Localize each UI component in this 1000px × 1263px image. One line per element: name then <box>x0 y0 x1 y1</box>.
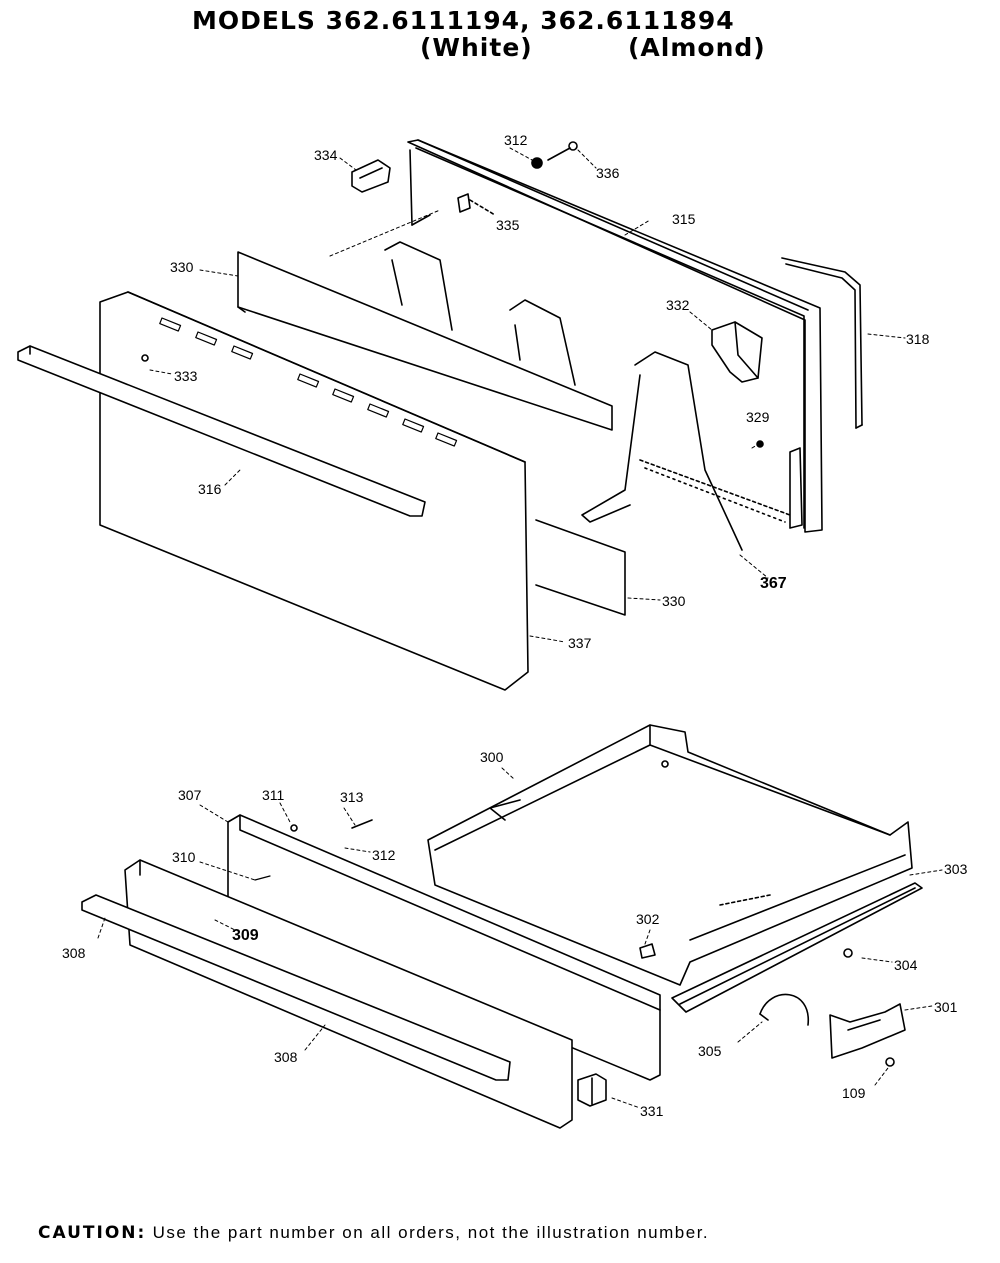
callout-308-left: 308 <box>62 945 86 961</box>
callout-302: 302 <box>636 911 660 927</box>
glide-331 <box>577 1073 607 1107</box>
glass-panel-330-upper <box>237 251 613 431</box>
callout-318: 318 <box>906 331 930 347</box>
callout-301: 301 <box>934 999 958 1015</box>
gasket-318 <box>781 257 863 429</box>
callout-310: 310 <box>172 849 196 865</box>
page-title: MODELS 362.6111194, 362.6111894 <box>192 6 735 35</box>
callout-315: 315 <box>672 211 696 227</box>
callout-332: 332 <box>666 297 690 313</box>
drawer-rail-303 <box>671 882 923 1013</box>
hinge-block-332 <box>711 321 763 383</box>
callout-329: 329 <box>746 409 770 425</box>
callout-309: 309 <box>232 927 259 944</box>
lower-leader-lines <box>97 767 943 1109</box>
upper-leader-lines <box>149 147 906 643</box>
drawer-handle-308 <box>81 894 511 1081</box>
screw-336 <box>547 141 578 161</box>
caution-note: CAUTION: Use the part number on all orde… <box>38 1223 709 1243</box>
callout-311: 311 <box>262 787 285 803</box>
callout-367: 367 <box>760 575 787 592</box>
callout-312-top: 312 <box>504 132 528 148</box>
pin-335 <box>457 193 496 216</box>
caution-text: Use the part number on all orders, not t… <box>152 1223 710 1242</box>
variant-almond-label: (Almond) <box>628 33 766 62</box>
drawer-body-300 <box>427 724 913 986</box>
callout-330-lower: 330 <box>662 593 686 609</box>
callout-337: 337 <box>568 635 592 651</box>
caution-label: CAUTION: <box>38 1223 147 1243</box>
variant-white-label: (White) <box>420 33 533 62</box>
callout-303: 303 <box>944 861 968 877</box>
screw-109 <box>885 1057 895 1067</box>
callout-331: 331 <box>640 1103 664 1119</box>
tab-302 <box>639 943 656 959</box>
callout-304: 304 <box>894 957 918 973</box>
bracket-334 <box>351 159 391 193</box>
clip-305 <box>759 993 809 1026</box>
callout-313: 313 <box>340 789 364 805</box>
glass-panel-330-lower <box>535 519 626 616</box>
bracket-301 <box>829 1003 906 1059</box>
callout-307: 307 <box>178 787 202 803</box>
callout-109: 109 <box>842 1085 866 1101</box>
screw-329 <box>756 440 764 448</box>
callout-316: 316 <box>198 481 222 497</box>
door-handle-316 <box>17 345 426 517</box>
glass-retainer-wires <box>384 241 743 551</box>
door-liner-315 <box>407 139 823 533</box>
callout-333: 333 <box>174 368 198 384</box>
exploded-parts-diagram: 312 336 334 335 315 330 332 318 333 329 … <box>17 132 968 1129</box>
nut-312-top <box>531 157 543 169</box>
callout-334: 334 <box>314 147 338 163</box>
screw-313 <box>351 819 373 829</box>
callout-336: 336 <box>596 165 620 181</box>
outer-door-panel-337 <box>99 291 529 691</box>
callout-312-lower: 312 <box>372 847 396 863</box>
callout-308-bottom: 308 <box>274 1049 298 1065</box>
callout-330-upper: 330 <box>170 259 194 275</box>
callout-305: 305 <box>698 1043 722 1059</box>
fastener-304 <box>843 948 853 958</box>
callout-300: 300 <box>480 749 504 765</box>
callout-335: 335 <box>496 217 520 233</box>
